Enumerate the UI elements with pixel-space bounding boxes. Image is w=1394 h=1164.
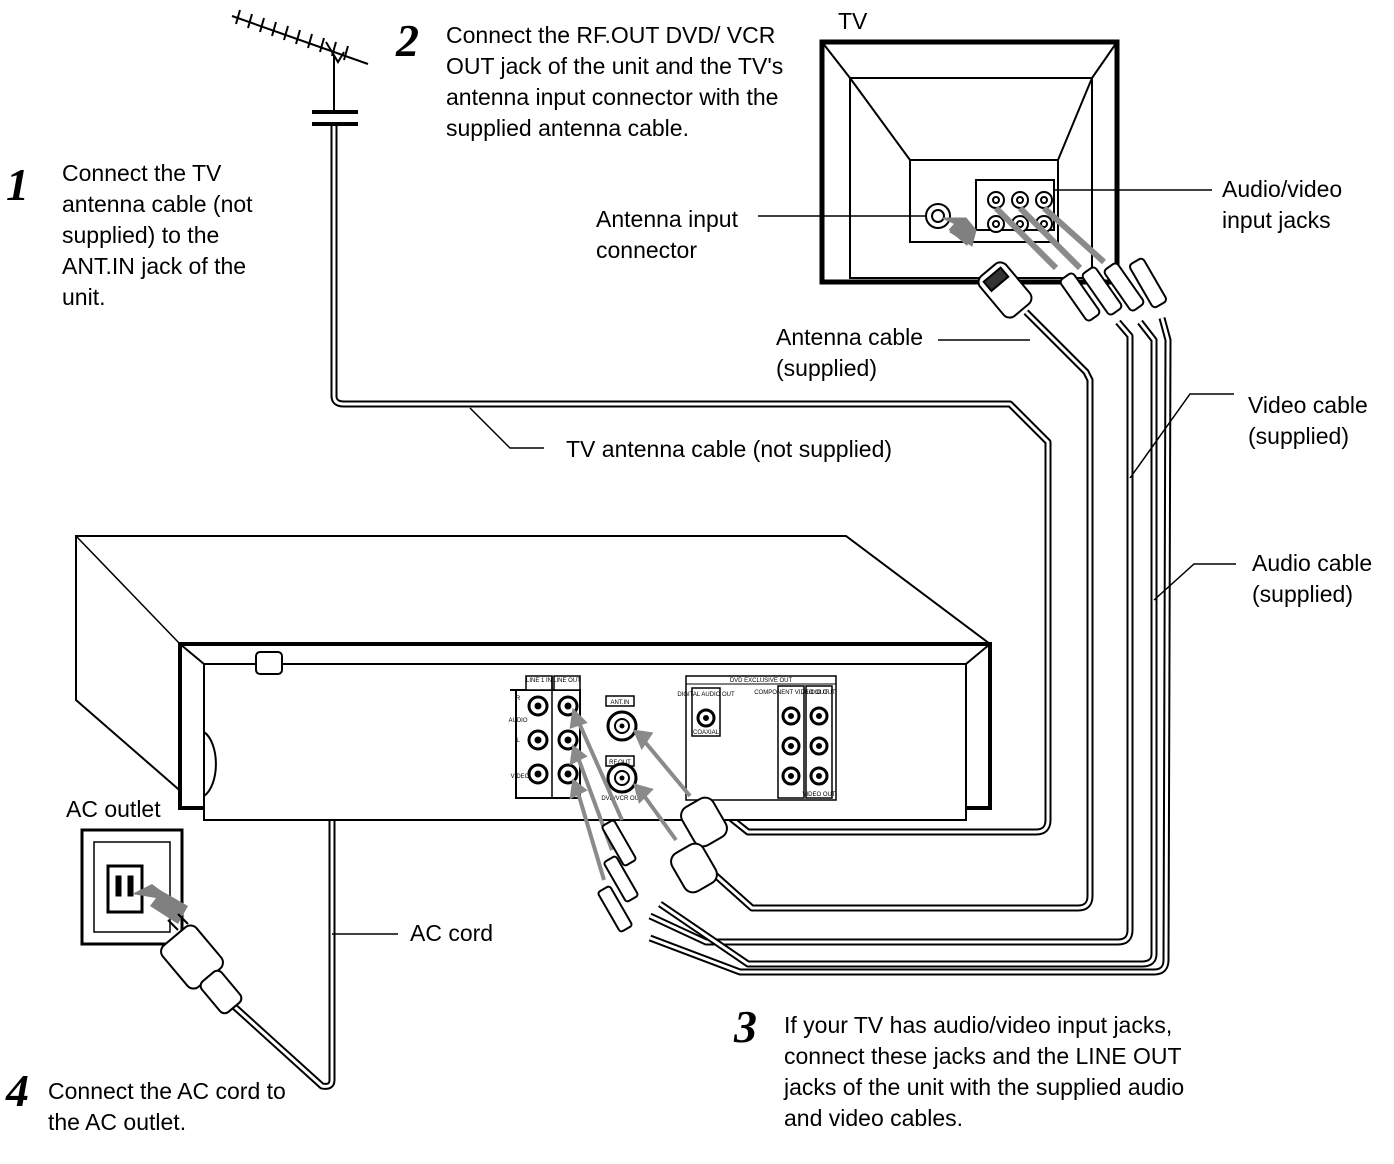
audio-video-input-jacks-label: Audio/video input jacks bbox=[1222, 174, 1372, 236]
antenna-input-connector-label: Antenna input connector bbox=[596, 204, 756, 266]
coaxial-label: COAXIAL bbox=[693, 730, 720, 736]
video-label: VIDEO bbox=[511, 774, 530, 780]
audio-label: AUDIO bbox=[508, 718, 527, 724]
ac-outlet-label: AC outlet bbox=[66, 794, 161, 825]
ant-in-label: ANT.IN bbox=[610, 700, 629, 706]
step-1-number: 1 bbox=[6, 162, 29, 208]
step-2-number: 2 bbox=[396, 18, 419, 64]
rf-out-label: RF.OUT bbox=[609, 760, 631, 766]
step-4-text: Connect the AC cord to the AC outlet. bbox=[48, 1076, 318, 1138]
antenna-icon bbox=[232, 10, 368, 124]
line-out-label: LINE OUT bbox=[553, 678, 581, 684]
step-1-text: Connect the TV antenna cable (not suppli… bbox=[62, 158, 282, 313]
digital-audio-out-label: DIGITAL AUDIO OUT bbox=[677, 692, 735, 698]
dvd-vcr-out-label: DVD/VCR OUT bbox=[601, 796, 643, 802]
step-2-text: Connect the RF.OUT DVD/ VCR OUT jack of … bbox=[446, 20, 806, 144]
ac-cord-label: AC cord bbox=[410, 918, 493, 949]
audio-out-label: AUDIO OUT bbox=[802, 690, 836, 696]
ac-outlet-icon bbox=[82, 830, 182, 944]
tv-antenna-cable-label: TV antenna cable (not supplied) bbox=[566, 434, 892, 465]
step-4-number: 4 bbox=[6, 1068, 29, 1114]
tv-rear bbox=[822, 42, 1117, 282]
line1-in-label: LINE 1 IN bbox=[526, 678, 552, 684]
audio-cable-label: Audio cable (supplied) bbox=[1252, 548, 1392, 610]
step-3-number: 3 bbox=[734, 1004, 757, 1050]
antenna-cable-supplied-label: Antenna cable (supplied) bbox=[776, 322, 946, 384]
video-out-label: VIDEO OUT bbox=[802, 792, 835, 798]
r-label: R bbox=[516, 696, 521, 702]
tv-label: TV bbox=[838, 6, 867, 37]
video-cable-label: Video cable (supplied) bbox=[1248, 390, 1388, 452]
step-3-text: If your TV has audio/video input jacks, … bbox=[784, 1010, 1194, 1134]
dvd-exclusive-out-label: DVD EXCLUSIVE OUT bbox=[730, 678, 793, 684]
